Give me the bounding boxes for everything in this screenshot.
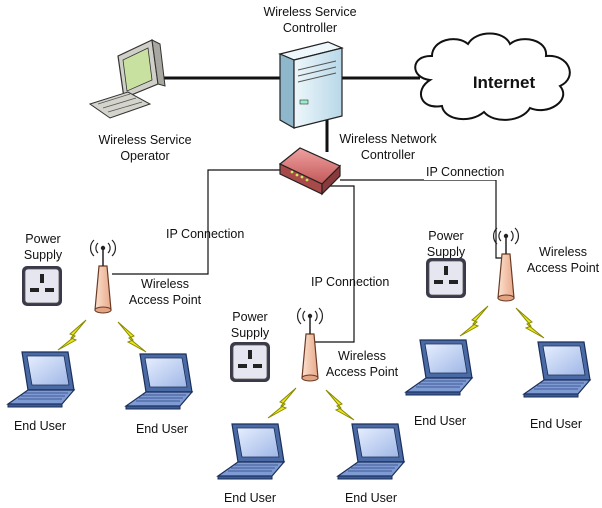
end-user-label-2: End User bbox=[136, 422, 188, 436]
ip-connection-label-left: IP Connection bbox=[166, 227, 244, 241]
access-point-icon-right bbox=[492, 227, 520, 302]
wireless-signal-icon-mid-2 bbox=[325, 389, 355, 421]
power-supply-label-right-line1: Power bbox=[428, 229, 463, 243]
laptop-icon-eu6 bbox=[523, 341, 591, 398]
end-user-label-4: End User bbox=[345, 491, 397, 505]
wireless-signal-icon-right-1 bbox=[459, 305, 489, 337]
end-user-label-6: End User bbox=[530, 417, 582, 431]
power-supply-label-right-line2: Supply bbox=[427, 245, 466, 259]
access-point-label-right-line2: Access Point bbox=[527, 261, 600, 275]
end-user-label-1: End User bbox=[14, 419, 66, 433]
end-user-label-5: End User bbox=[414, 414, 466, 428]
access-point-label-mid-line1: Wireless bbox=[338, 349, 386, 363]
service-controller-label-line2: Controller bbox=[283, 21, 337, 35]
link-router-ap-left bbox=[112, 169, 284, 275]
power-supply-label-mid-line2: Supply bbox=[231, 326, 270, 340]
connection-lines bbox=[112, 76, 504, 343]
laptop-icon-eu2 bbox=[125, 353, 193, 410]
laptop-icon-eu1 bbox=[7, 351, 75, 408]
laptop-icon-eu4 bbox=[337, 423, 405, 480]
operator-label-line1: Wireless Service bbox=[98, 133, 191, 147]
link-router-ap-mid bbox=[310, 185, 355, 343]
operator-label-line2: Operator bbox=[120, 149, 169, 163]
laptop-icon-eu5 bbox=[405, 339, 473, 396]
power-socket-icon-mid bbox=[229, 341, 271, 383]
network-controller-label-line1: Wireless Network bbox=[339, 132, 437, 146]
access-point-icon-mid bbox=[296, 307, 324, 382]
operator-computer-icon bbox=[88, 39, 166, 119]
internet-cloud-icon bbox=[414, 32, 571, 121]
server-icon bbox=[278, 41, 344, 130]
ip-connection-label-mid: IP Connection bbox=[311, 275, 389, 289]
access-point-label-right-line1: Wireless bbox=[539, 245, 587, 259]
service-controller-label-line1: Wireless Service bbox=[263, 5, 356, 19]
wireless-signal-icon-right-2 bbox=[515, 307, 545, 339]
power-supply-label-left-line1: Power bbox=[25, 232, 60, 246]
ip-connection-label-right: IP Connection bbox=[426, 165, 504, 179]
network-controller-label-line2: Controller bbox=[361, 148, 415, 162]
access-point-label-left-line1: Wireless bbox=[141, 277, 189, 291]
laptop-icon-eu3 bbox=[217, 423, 285, 480]
end-user-label-3: End User bbox=[224, 491, 276, 505]
wireless-signal-icon-mid-1 bbox=[267, 387, 297, 419]
power-socket-icon-right bbox=[425, 257, 467, 299]
power-socket-icon-left bbox=[21, 265, 63, 307]
power-supply-label-mid-line1: Power bbox=[232, 310, 267, 324]
power-supply-label-left-line2: Supply bbox=[24, 248, 63, 262]
access-point-icon-left bbox=[89, 239, 117, 314]
access-point-label-left-line2: Access Point bbox=[129, 293, 202, 307]
router-icon bbox=[278, 147, 342, 196]
internet-label: Internet bbox=[473, 73, 536, 92]
access-point-label-mid-line2: Access Point bbox=[326, 365, 399, 379]
link-router-ap-right bbox=[340, 179, 504, 259]
wireless-signal-icon-left-1 bbox=[57, 319, 87, 351]
wireless-signal-icon-left-2 bbox=[117, 321, 147, 353]
